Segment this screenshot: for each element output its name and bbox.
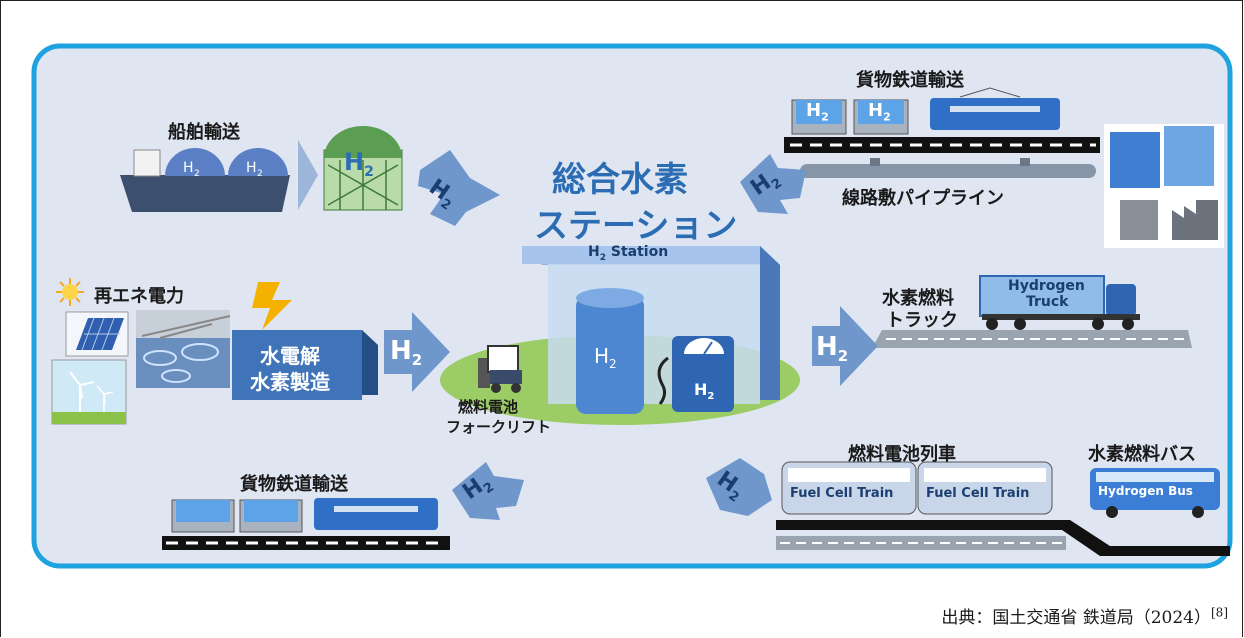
train-car-label-2: Fuel Cell Train — [926, 486, 1030, 501]
truck-road — [872, 330, 1192, 348]
freight-rail-top-illustration — [784, 87, 1100, 153]
truck-label-line2: トラック — [886, 310, 958, 331]
forklift-label-line1: 燃料電池 — [458, 398, 519, 416]
truck-label-line1: 水素燃料 — [882, 288, 954, 309]
train-car-label-1: Fuel Cell Train — [790, 486, 894, 501]
freight-rail-bottom-label: 貨物鉄道輸送 — [240, 474, 348, 495]
h2-arrow-electrolysis — [384, 312, 450, 392]
truck-body-label-line2: Truck — [1026, 294, 1069, 310]
forklift-illustration — [478, 345, 522, 393]
pipeline-illustration — [800, 158, 1096, 178]
fuel-cell-train-label: 燃料電池列車 — [848, 444, 956, 465]
truck-body-label-line1: Hydrogen — [1008, 278, 1085, 294]
main-title-line1: 総合水素 — [552, 160, 688, 200]
hydrogen-truck-illustration — [979, 275, 1140, 330]
electrolysis-unit-illustration — [232, 330, 378, 400]
pipeline-label: 線路敷パイプライン — [842, 188, 1004, 209]
h2-label-electrolysis: H2 — [390, 336, 423, 370]
hydrogen-bus-illustration — [1090, 468, 1220, 518]
h2-arrow-bottom-left — [452, 462, 524, 520]
wind-turbine-illustration — [51, 359, 127, 425]
h2-arrow-ship — [418, 150, 500, 226]
h2-label-rail-car-2: H2 — [868, 100, 891, 124]
svg-text:2: 2 — [257, 169, 263, 179]
tank-label: H2 — [594, 344, 617, 371]
fuel-cell-train-illustration — [781, 461, 1053, 515]
h2-arrow-top-right — [740, 154, 806, 214]
freight-rail-bottom-illustration — [162, 498, 450, 550]
dispenser-label: H2 — [694, 380, 715, 403]
renewable-power-label: 再エネ電力 — [94, 286, 184, 307]
svg-text:2: 2 — [194, 169, 200, 179]
h2-label-rail-car-1: H2 — [806, 100, 829, 124]
sun-icon — [56, 278, 84, 306]
spherical-tank-illustration — [323, 126, 403, 211]
forklift-label-line2: フォークリフト — [446, 418, 552, 436]
lightning-icon — [252, 282, 292, 330]
source-caption: 出典：国土交通省 鉄道局（2024）[8] — [941, 605, 1228, 628]
offshore-power-illustration — [136, 310, 231, 388]
train-road — [776, 520, 1230, 556]
h2-arrow-bottom-right — [706, 458, 772, 516]
svg-text:H: H — [183, 160, 194, 176]
hydrogen-bus-label: 水素燃料バス — [1088, 444, 1196, 465]
buildings-illustration — [1104, 124, 1224, 248]
solar-panel-illustration — [65, 311, 129, 357]
flow-chevron — [298, 140, 318, 210]
electrolysis-label-line2: 水素製造 — [250, 370, 330, 394]
electrolysis-label-line1: 水電解 — [260, 344, 320, 368]
svg-text:H: H — [246, 160, 257, 176]
h2-label-ship-dome-tank: H2 — [344, 148, 374, 180]
ship-transport-label: 船舶輸送 — [168, 122, 240, 143]
h2-label-truck: H2 — [816, 332, 849, 366]
hydrogen-station-illustration — [522, 246, 780, 414]
station-roof-label: H2 Station — [588, 244, 669, 263]
freight-rail-top-label: 貨物鉄道輸送 — [856, 70, 964, 91]
main-title-line2: ステーション — [534, 206, 738, 246]
h2-arrow-truck — [812, 306, 878, 386]
bus-body-label: Hydrogen Bus — [1098, 484, 1193, 498]
